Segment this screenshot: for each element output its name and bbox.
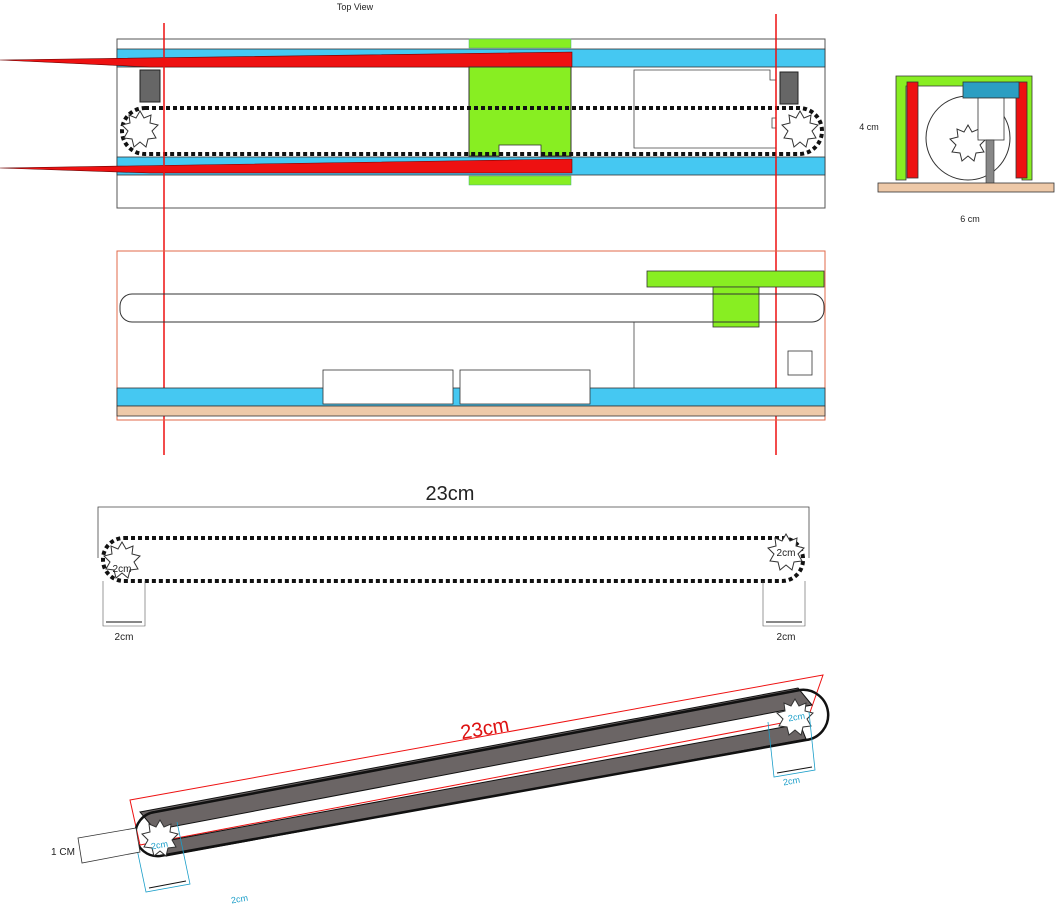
iso-left-pulley-label: 2cm <box>150 839 168 852</box>
side-view-frame <box>116 250 826 421</box>
side-section: 4 cm 6 cm <box>859 75 1055 224</box>
belt-dimension-diagram: 23cm 2cm 2cm 2cm 2cm <box>97 483 810 643</box>
iso-right-pulley-label: 2cm <box>787 711 805 724</box>
iso-right-spacing-label: 2cm <box>782 775 800 788</box>
motor-mount-outline <box>633 69 777 149</box>
right-pulley-diameter-label: 2cm <box>777 548 796 559</box>
iso-shaft-label: 1 CM <box>51 847 75 858</box>
motor-body <box>977 97 1005 141</box>
iso-left-spacing-label: 2cm <box>230 893 248 904</box>
red-rod-lower <box>0 158 573 174</box>
left-spacing-label: 2cm <box>115 632 134 643</box>
width-label: 6 cm <box>960 214 980 224</box>
belt-side <box>119 293 825 323</box>
isometric-belt: 23cm 2cm 2cm 2cm 2cm 1 CM <box>51 674 830 904</box>
iso-shaft <box>77 827 141 864</box>
dim-belt-loop <box>101 536 805 583</box>
belt-loop <box>120 106 824 156</box>
belt-length-label: 23cm <box>426 483 475 505</box>
green-top-plate <box>646 270 825 288</box>
battery-right <box>459 369 591 405</box>
green-carriage-top-tab <box>468 38 572 49</box>
iso-belt-outline <box>134 688 830 858</box>
side-base <box>116 405 826 417</box>
height-label: 4 cm <box>859 122 879 132</box>
red-post-left <box>906 81 919 179</box>
top-view-frame <box>0 38 826 209</box>
red-post-right <box>1015 81 1028 179</box>
shaft <box>985 139 995 185</box>
left-pulley-diameter-label: 2cm <box>113 564 132 575</box>
red-rod-upper <box>0 51 573 68</box>
green-carriage-bottom-tab <box>468 175 572 186</box>
green-carriage <box>468 66 572 157</box>
motor-box <box>787 350 813 376</box>
iso-belt-top <box>139 687 813 831</box>
green-mount <box>712 286 760 328</box>
base-plate <box>877 182 1055 193</box>
top-view-title: Top View <box>337 2 374 12</box>
iso-length-label: 23cm <box>459 714 511 744</box>
battery-left <box>322 369 454 405</box>
side-view <box>116 250 826 421</box>
motor-cap <box>962 81 1020 99</box>
right-end-block <box>779 71 799 105</box>
left-end-block <box>139 69 161 103</box>
right-spacing-label: 2cm <box>777 632 796 643</box>
